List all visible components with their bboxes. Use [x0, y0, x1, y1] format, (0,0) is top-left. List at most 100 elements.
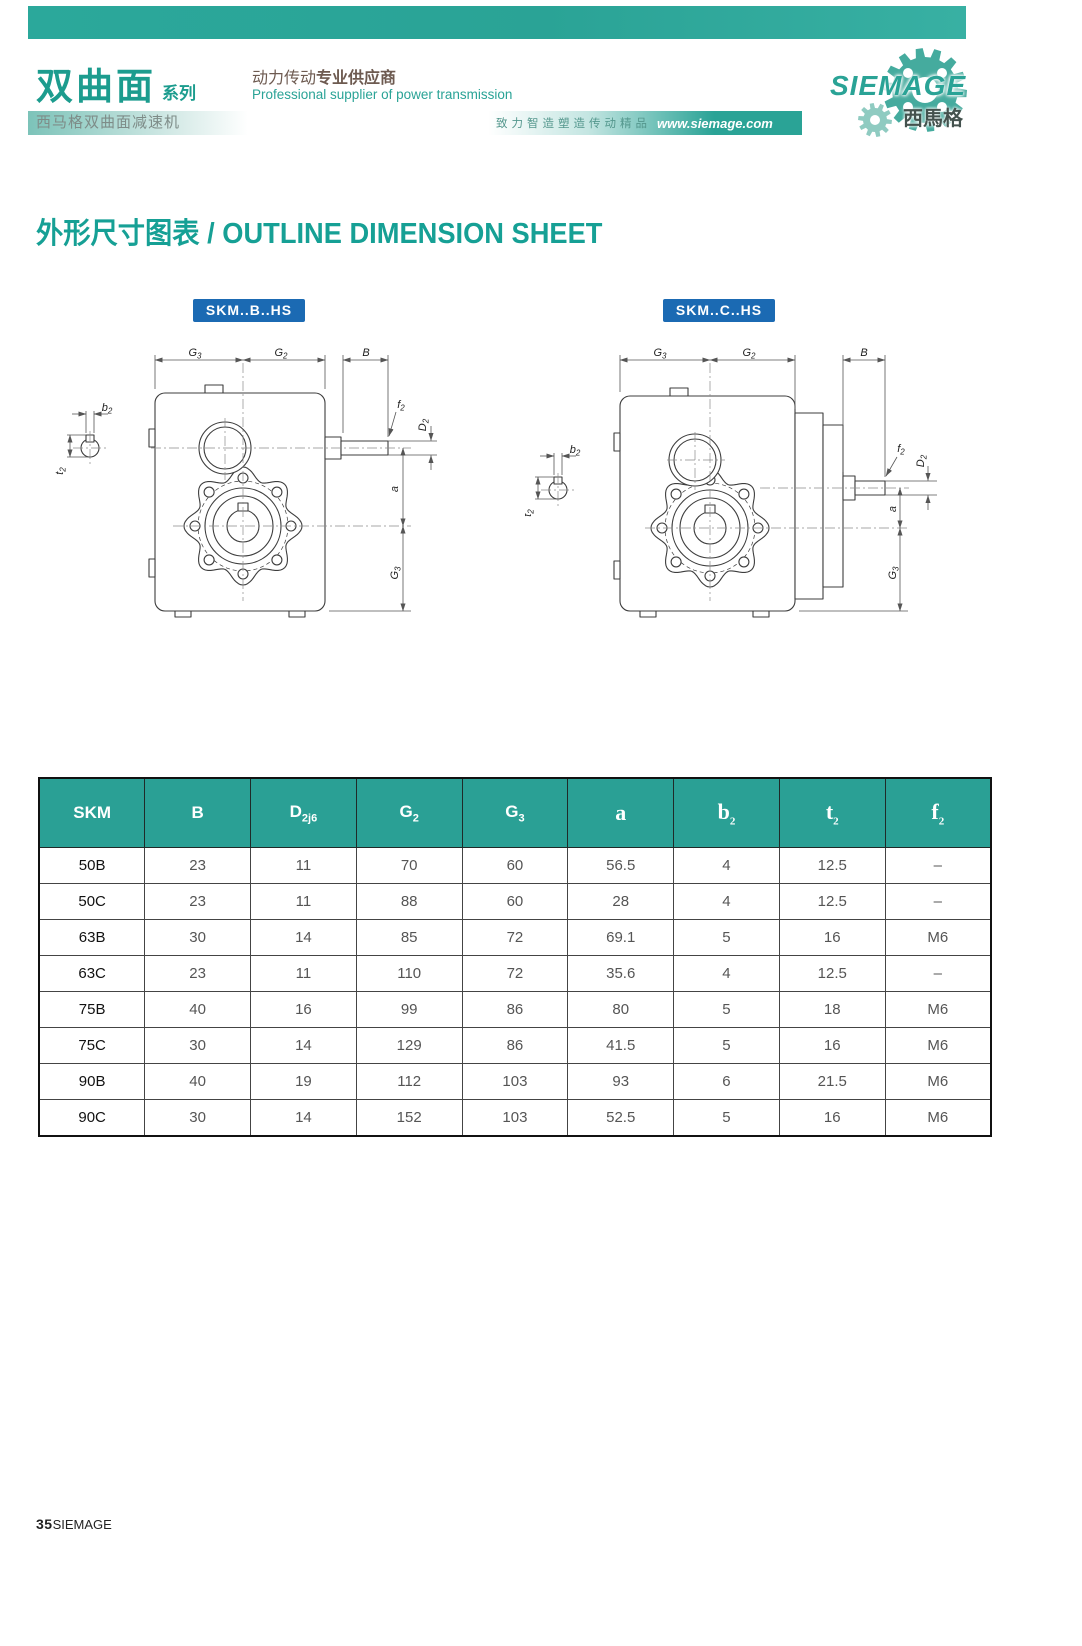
value-cell: 35.6	[567, 955, 675, 992]
dim-label-b2: b2	[570, 444, 581, 458]
value-cell: 4	[673, 955, 780, 992]
page-title: 外形尺寸图表 / OUTLINE DIMENSION SHEET	[36, 218, 603, 250]
header-banner: 致力智造塑造传动精品 www.siemage.com	[488, 111, 802, 135]
drawing-label-skm-c-hs: SKM..C..HS	[663, 299, 775, 322]
value-cell: 12.5	[778, 883, 886, 920]
dimensions-b: G3 G2 B a G3 D2 f2 b2 t2	[55, 347, 437, 612]
value-cell: 21.5	[778, 1063, 886, 1100]
value-cell: 86	[461, 991, 569, 1028]
value-cell: 152	[355, 1099, 463, 1137]
value-cell: 4	[673, 883, 780, 920]
value-cell: 88	[355, 883, 463, 920]
brand-cn: 西馬格	[903, 108, 963, 130]
dim-label-g2-top: G2	[742, 347, 756, 361]
dim-label-g3-top: G3	[653, 347, 667, 361]
value-cell: 112	[355, 1063, 463, 1100]
dim-label-b-top: B	[860, 347, 867, 359]
value-cell: 93	[567, 1063, 675, 1100]
gearbox-housing-b	[80, 384, 389, 618]
value-cell: 4	[673, 847, 780, 884]
value-cell: 12.5	[778, 847, 886, 884]
dim-label-t2: t2	[525, 509, 536, 517]
slogan-cn-regular: 动力传动	[252, 70, 317, 87]
value-cell: 60	[461, 847, 569, 884]
value-cell: 86	[461, 1027, 569, 1064]
column-header: f2	[884, 777, 992, 848]
value-cell: 18	[778, 991, 886, 1028]
value-cell: 16	[778, 1099, 886, 1137]
value-cell: 103	[461, 1099, 569, 1137]
value-cell: 72	[461, 955, 569, 992]
series-title: 双曲面	[36, 66, 156, 107]
value-cell: –	[884, 847, 992, 884]
banner-motto: 致力智造塑造传动精品	[496, 118, 651, 130]
series-suffix: 系列	[162, 84, 196, 103]
value-cell: 80	[567, 991, 675, 1028]
centerlines-c	[541, 363, 909, 601]
value-cell: 14	[250, 919, 357, 956]
value-cell: 72	[461, 919, 569, 956]
dim-label-a: a	[887, 506, 899, 512]
series-heading: 双曲面系列	[36, 56, 196, 110]
value-cell: 85	[355, 919, 463, 956]
value-cell: 70	[355, 847, 463, 884]
value-cell: 69.1	[567, 919, 675, 956]
value-cell: 30	[144, 1099, 252, 1137]
gearbox-housing-c	[548, 387, 886, 618]
value-cell: 6	[673, 1063, 780, 1100]
centerlines-b	[73, 363, 411, 601]
website-text: www.siemage.com	[657, 115, 773, 131]
value-cell: 28	[567, 883, 675, 920]
dim-label-g3-top: G3	[188, 347, 202, 361]
model-cell: 63B	[38, 919, 146, 956]
value-cell: 40	[144, 991, 252, 1028]
dim-label-f2: f2	[397, 399, 405, 413]
page-footer: 35SIEMAGE	[36, 1516, 112, 1532]
dim-label-t2: t2	[55, 467, 68, 475]
value-cell: 56.5	[567, 847, 675, 884]
value-cell: 129	[355, 1027, 463, 1064]
value-cell: M6	[884, 1027, 992, 1064]
value-cell: 14	[250, 1027, 357, 1064]
value-cell: 14	[250, 1099, 357, 1137]
value-cell: M6	[884, 991, 992, 1028]
value-cell: 41.5	[567, 1027, 675, 1064]
value-cell: 30	[144, 919, 252, 956]
value-cell: 5	[673, 919, 780, 956]
value-cell: 103	[461, 1063, 569, 1100]
value-cell: 23	[144, 847, 252, 884]
column-header: SKM	[38, 777, 146, 848]
slogan-cn: 动力传动专业供应商	[252, 64, 396, 88]
model-cell: 63C	[38, 955, 146, 992]
column-header: G2	[355, 777, 463, 848]
gear-logo-icon	[858, 48, 967, 137]
model-cell: 90B	[38, 1063, 146, 1100]
value-cell: 12.5	[778, 955, 886, 992]
dim-label-g3-right: G3	[887, 566, 901, 580]
dim-label-a: a	[389, 486, 401, 492]
column-header: t2	[778, 777, 886, 848]
model-cell: 75B	[38, 991, 146, 1028]
brand-wordmark: SIEMAGE	[830, 70, 967, 101]
column-header: G3	[461, 777, 569, 848]
value-cell: 5	[673, 1099, 780, 1137]
value-cell: 110	[355, 955, 463, 992]
model-cell: 75C	[38, 1027, 146, 1064]
footer-brand: SIEMAGE	[52, 1517, 112, 1532]
outline-drawing-skm-b: G3 G2 B a G3 D2 f2 b2 t2	[55, 347, 437, 618]
value-cell: 99	[355, 991, 463, 1028]
model-cell: 50C	[38, 883, 146, 920]
dimensions-c: G3 G2 B a G3 D2 f2 b2 t2	[525, 347, 937, 612]
value-cell: –	[884, 955, 992, 992]
column-header: D2j6	[250, 777, 357, 848]
value-cell: M6	[884, 919, 992, 956]
slogan-cn-bold: 专业供应商	[316, 70, 397, 87]
